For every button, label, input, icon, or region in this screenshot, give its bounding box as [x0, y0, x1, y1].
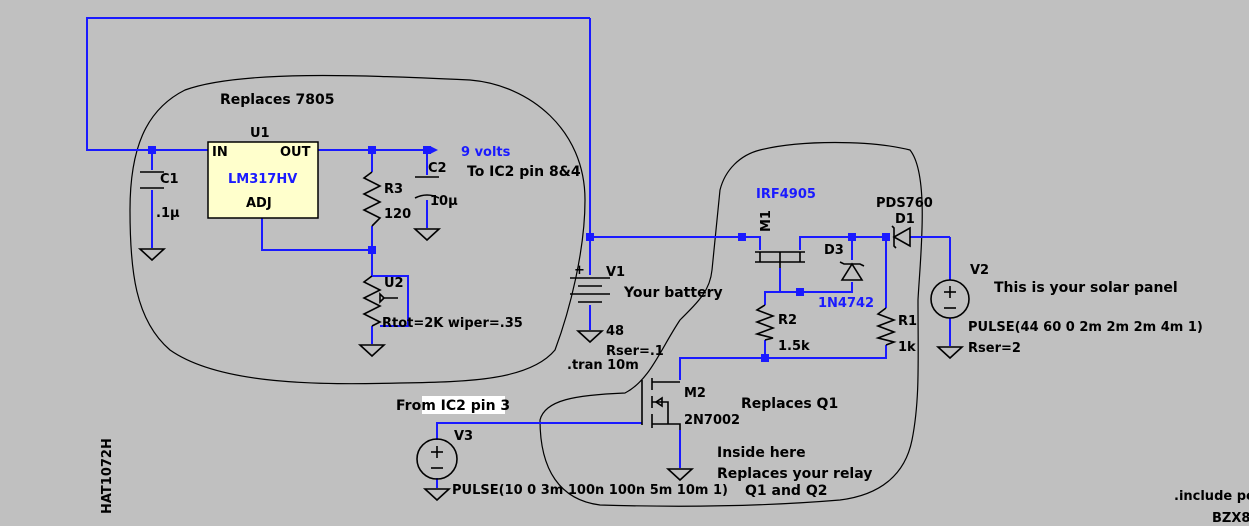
- regulator-group-outline: [129, 74, 586, 385]
- r2-ref: R2: [778, 313, 797, 328]
- nine-volts-label: 9 volts: [461, 145, 511, 160]
- net-label-9v: 9 volts: [430, 145, 511, 160]
- annotation-replaces-q1: Replaces Q1: [741, 396, 838, 412]
- m2-part: 2N7002: [684, 413, 740, 428]
- u1-ref: U1: [250, 126, 270, 141]
- switch-group-outline: [539, 141, 923, 507]
- r1-value: 1k: [898, 340, 916, 355]
- c1-value: .1µ: [156, 206, 180, 221]
- ground-symbol: [575, 330, 605, 344]
- ground-symbol: [422, 488, 452, 502]
- wires: [86, 17, 951, 488]
- d3-zener: D3 1N4742: [818, 243, 874, 311]
- v2-source: V2 PULSE(44 60 0 2m 2m 2m 4m 1) Rser=2: [930, 263, 1203, 356]
- v1-rser: Rser=.1: [606, 344, 664, 359]
- v1-ref: V1: [606, 265, 625, 280]
- u1-part: LM317HV: [228, 172, 297, 187]
- v1-battery: + V1 48 Rser=.1: [570, 263, 664, 359]
- c2-value: 10µ: [430, 194, 458, 209]
- annotation-replaces-7805: Replaces 7805: [220, 92, 335, 108]
- r1-ref: R1: [898, 314, 917, 329]
- bottom-truncated-text: BZX8: [1212, 511, 1249, 526]
- ground-symbol: [357, 344, 387, 358]
- v1-plus: +: [574, 263, 585, 278]
- annotation-your-battery: Your battery: [623, 285, 723, 301]
- c2-capacitor: C2 10µ: [414, 161, 458, 209]
- u1-pin-adj: ADJ: [246, 196, 272, 211]
- grounds: [137, 228, 965, 502]
- ground-symbol: [665, 468, 695, 482]
- m1-pmos: IRF4905 M1: [755, 187, 816, 268]
- c2-ref: C2: [428, 161, 447, 176]
- m2-nmos: M2 2N7002: [641, 378, 740, 430]
- v1-value: 48: [606, 324, 624, 339]
- u2-ref: U2: [384, 276, 404, 291]
- u2-value: Rtot=2K wiper=.35: [382, 316, 523, 331]
- d1-diode: PDS760 D1: [876, 196, 933, 249]
- v2-value: PULSE(44 60 0 2m 2m 2m 4m 1): [968, 320, 1203, 335]
- include-directive: .include pc: [1174, 489, 1249, 504]
- annotation-q1-q2: Q1 and Q2: [745, 483, 827, 499]
- m2-ref: M2: [684, 386, 706, 401]
- annotation-to-ic2: To IC2 pin 8&4: [467, 164, 581, 180]
- r2-resistor: R2 1.5k: [754, 304, 810, 354]
- d1-ref: D1: [895, 212, 915, 227]
- annotation-from-ic2: From IC2 pin 3: [396, 398, 510, 414]
- ground-symbol: [137, 248, 167, 262]
- junctions: [148, 146, 890, 362]
- d3-part: 1N4742: [818, 296, 874, 311]
- u2-potentiometer: U2 Rtot=2K wiper=.35: [362, 275, 523, 331]
- d3-ref: D3: [824, 243, 844, 258]
- u1-pin-in: IN: [212, 145, 228, 160]
- annotation-replaces-relay: Replaces your relay: [717, 466, 872, 482]
- m1-ref: M1: [759, 210, 774, 232]
- r3-resistor: R3 120: [362, 171, 411, 227]
- annotation-solar-panel: This is your solar panel: [994, 280, 1178, 296]
- ground-symbol: [412, 228, 442, 242]
- v3-value: PULSE(10 0 3m 100n 100n 5m 10m 1): [452, 483, 728, 498]
- v2-rser: Rser=2: [968, 341, 1021, 356]
- u1-pin-out: OUT: [280, 145, 311, 160]
- r2-value: 1.5k: [778, 339, 810, 354]
- ground-symbol: [935, 346, 965, 360]
- c1-ref: C1: [160, 172, 179, 187]
- from-ic2-background: [422, 396, 505, 414]
- side-vertical-text: HAT1072H: [100, 438, 115, 514]
- v3-ref: V3: [454, 429, 473, 444]
- v3-source: V3 PULSE(10 0 3m 100n 100n 5m 10m 1): [416, 429, 728, 498]
- u1-regulator: U1 IN OUT LM317HV ADJ: [207, 126, 319, 219]
- r3-value: 120: [384, 207, 411, 222]
- c1-capacitor: C1 .1µ: [140, 171, 180, 221]
- d1-part: PDS760: [876, 196, 933, 211]
- v2-ref: V2: [970, 263, 989, 278]
- r3-ref: R3: [384, 182, 403, 197]
- tran-directive: .tran 10m: [567, 358, 639, 373]
- m1-part: IRF4905: [756, 187, 816, 202]
- r1-resistor: R1 1k: [875, 307, 917, 355]
- annotation-inside-here: Inside here: [717, 445, 806, 461]
